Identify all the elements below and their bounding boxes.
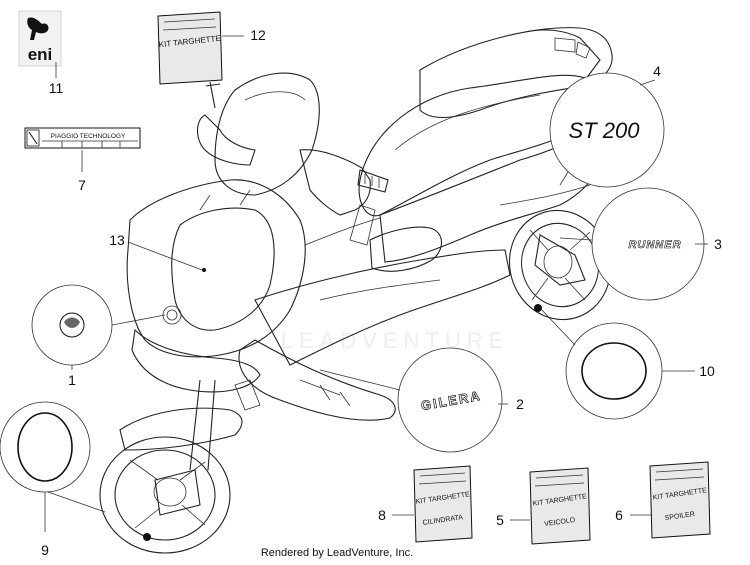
kit-targhette-bag: KIT TARGHETTE — [157, 11, 244, 85]
callout-number: 11 — [49, 80, 64, 96]
eni-label: eni — [28, 45, 53, 64]
rendered-by-footer: Rendered by LeadVenture, Inc. — [261, 547, 413, 559]
eni-sticker: eni — [18, 10, 62, 78]
callout-number: 1 — [68, 372, 76, 388]
st200-text: ST 200 — [569, 118, 641, 143]
runner-text: RUNNER — [628, 239, 681, 251]
callout-number: 12 — [250, 27, 266, 43]
callout-number: 4 — [653, 63, 661, 79]
kit-targhette-veicolo: KIT TARGHETTE VEICOLO — [510, 467, 591, 545]
piaggio-technology-plate: PIAGGIO TECHNOLOGY — [24, 127, 141, 172]
callout-number: 7 — [78, 177, 86, 193]
callout-number: 2 — [516, 396, 524, 412]
piaggio-technology-text: PIAGGIO TECHNOLOGY — [51, 133, 126, 140]
st200-decal-callout: ST 200 — [549, 72, 665, 188]
callout-number: 3 — [714, 236, 722, 252]
rear-wheel-stripe-ring-callout — [0, 401, 106, 532]
callout-line-13 — [127, 241, 203, 271]
watermark-text: LEADVENTURE — [281, 328, 510, 353]
front-wheel-stripe-ring-callout — [539, 307, 695, 420]
callout-number: 9 — [41, 542, 49, 558]
callout-number: 5 — [496, 512, 504, 528]
callout-number: 6 — [615, 507, 623, 523]
callout-number: 10 — [699, 363, 715, 379]
callout-number: 8 — [378, 507, 386, 523]
veicolo-text: VEICOLO — [544, 517, 576, 528]
spoiler-text: SPOILER — [664, 511, 695, 522]
emblem-badge-callout — [31, 284, 166, 370]
kit-targhette-spoiler: KIT TARGHETTE SPOILER — [630, 461, 711, 539]
kit-targhette-cilindrata: KIT TARGHETTE CILINDRATA — [392, 465, 473, 543]
gilera-side-decal-callout: GILERA — [319, 347, 508, 453]
runner-decal-callout: RUNNER — [559, 187, 708, 301]
callout-number: 13 — [109, 232, 125, 248]
